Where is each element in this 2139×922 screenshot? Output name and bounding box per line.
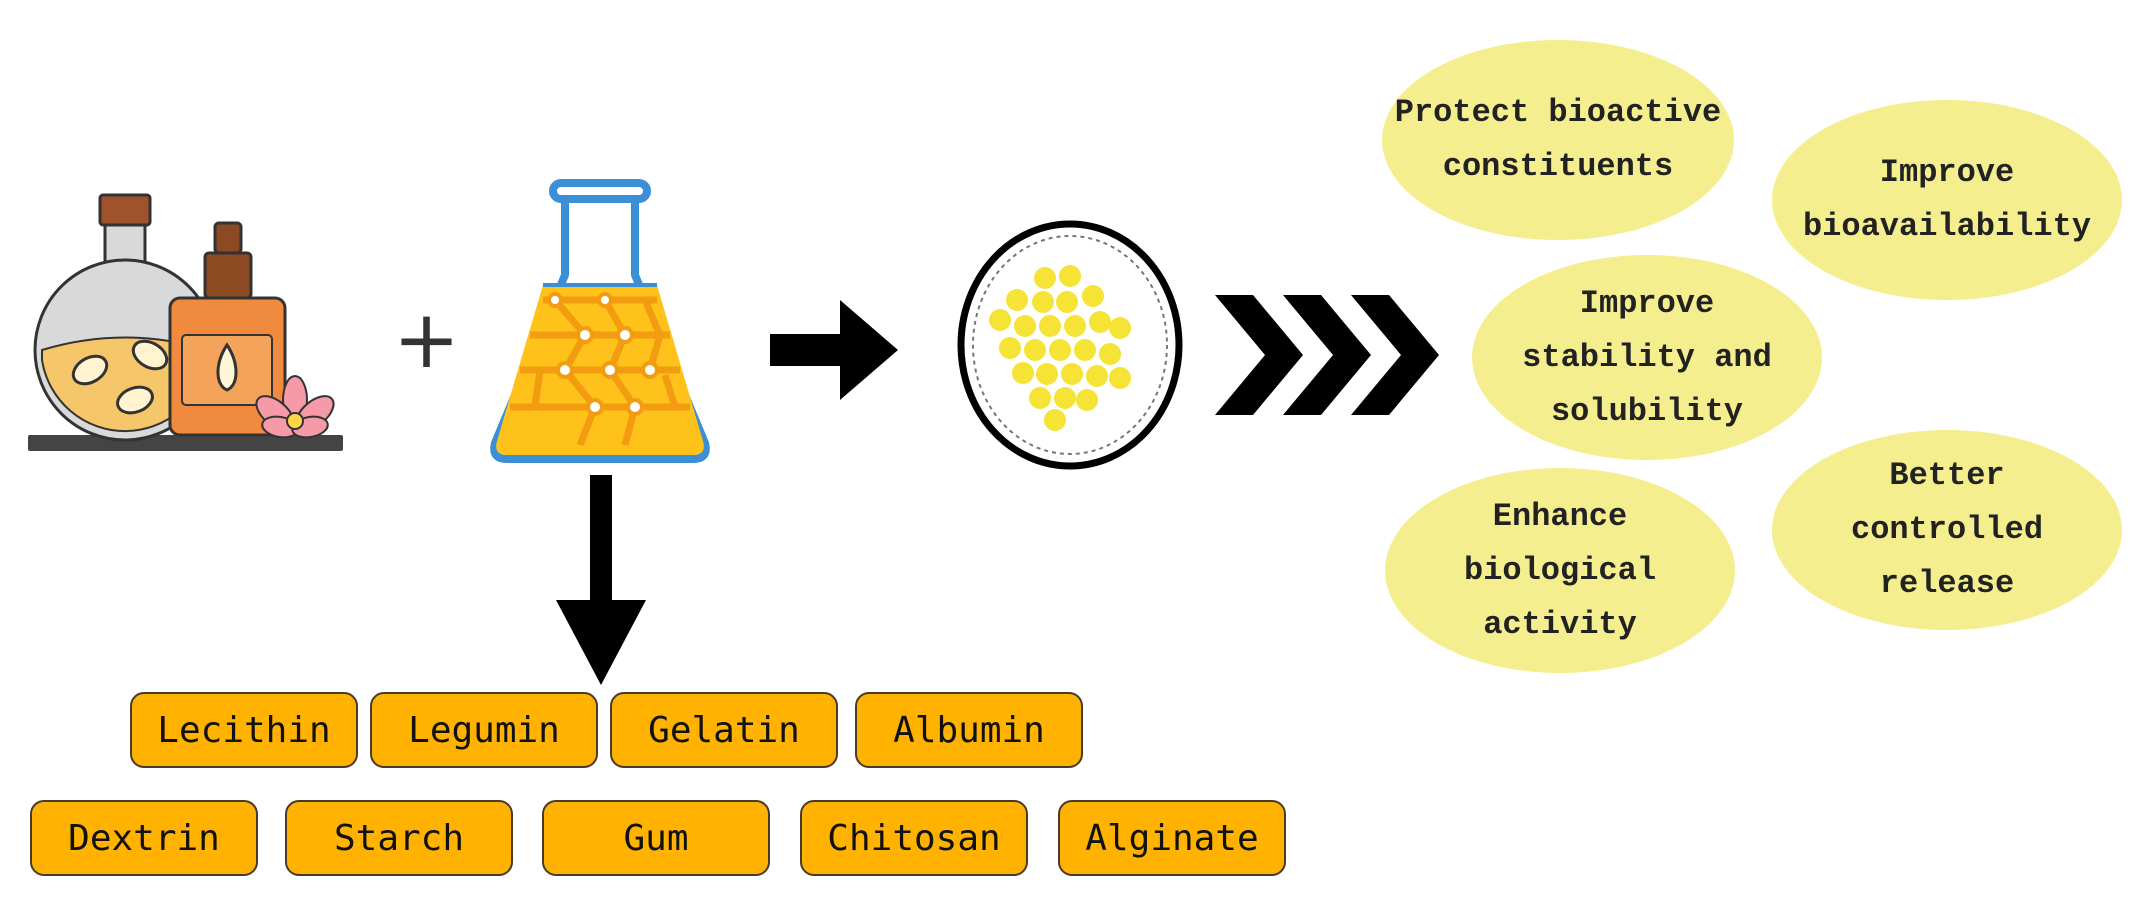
essential-oil-bottles-icon bbox=[28, 193, 343, 451]
triple-chevron-icon bbox=[1215, 295, 1439, 415]
benefit-controlled-release: Better controlled release bbox=[1772, 430, 2122, 630]
benefit-stability-solubility: Improve stability and solubility bbox=[1472, 255, 1822, 460]
down-arrow-icon bbox=[556, 475, 646, 685]
benefit-improve-bioavailability: Improve bioavailability bbox=[1772, 100, 2122, 300]
material-pill-gum: Gum bbox=[542, 800, 770, 876]
material-pill-legumin: Legumin bbox=[370, 692, 598, 768]
material-pill-alginate: Alginate bbox=[1058, 800, 1286, 876]
plus-sign: + bbox=[393, 293, 461, 386]
benefit-protect-bioactive: Protect bioactive constituents bbox=[1382, 40, 1734, 240]
material-pill-starch: Starch bbox=[285, 800, 513, 876]
nanocapsule-icon bbox=[957, 220, 1183, 470]
erlenmeyer-flask-icon bbox=[490, 179, 710, 463]
material-pill-lecithin: Lecithin bbox=[130, 692, 358, 768]
material-pill-albumin: Albumin bbox=[855, 692, 1083, 768]
material-pill-chitosan: Chitosan bbox=[800, 800, 1028, 876]
right-arrow-icon bbox=[770, 300, 898, 400]
benefit-enhance-biological-activity: Enhance biological activity bbox=[1385, 468, 1735, 673]
material-pill-dextrin: Dextrin bbox=[30, 800, 258, 876]
material-pill-gelatin: Gelatin bbox=[610, 692, 838, 768]
